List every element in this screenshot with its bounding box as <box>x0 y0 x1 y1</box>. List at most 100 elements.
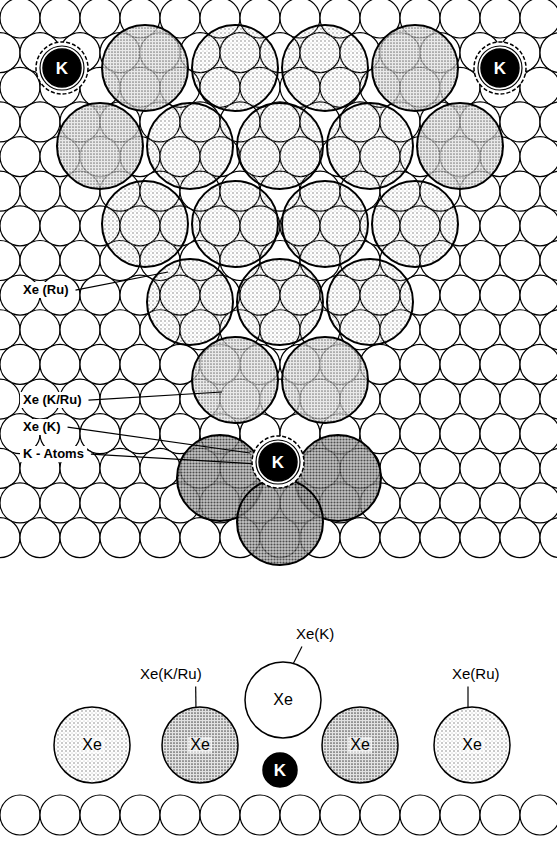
site-label: Xe (K/Ru) <box>20 392 85 408</box>
ru-atom <box>460 379 500 419</box>
atom-symbol: K <box>272 454 284 471</box>
ru-atom <box>280 795 320 835</box>
ru-atom <box>420 310 460 350</box>
ru-atom <box>20 518 60 558</box>
ru-atom <box>420 379 460 419</box>
ru-atom <box>0 518 20 558</box>
ru-atom <box>0 795 40 835</box>
atom-disc <box>434 707 510 783</box>
ru-atom <box>140 379 180 419</box>
ru-atom <box>540 310 557 350</box>
ru-atom <box>0 0 40 38</box>
leader-line <box>91 454 258 464</box>
ru-atom <box>520 0 557 38</box>
ru-atom <box>0 171 20 211</box>
atom-disc <box>481 49 519 87</box>
ru-atom <box>340 518 380 558</box>
xe-ru-atom <box>147 259 233 345</box>
k-ring <box>256 440 300 484</box>
ru-atom <box>500 379 540 419</box>
ru-atom <box>520 483 557 523</box>
ru-atom <box>360 795 400 835</box>
xe-ru-atom <box>102 181 188 267</box>
ru-atom <box>0 137 40 177</box>
ru-atom <box>460 310 500 350</box>
ru-atom <box>440 275 480 315</box>
xe-ru-atom <box>192 181 278 267</box>
site-label: K - Atoms <box>20 446 87 462</box>
ru-atom <box>60 518 100 558</box>
potassium-atom: K <box>262 752 298 788</box>
ru-atom <box>60 310 100 350</box>
xe-k-site-ring <box>252 436 304 488</box>
ru-atom <box>80 483 120 523</box>
atom-disc <box>259 443 297 481</box>
xe-k-site-ring <box>474 42 526 94</box>
atom-disc <box>43 49 81 87</box>
atom-disc <box>322 707 398 783</box>
ru-atom <box>540 448 557 488</box>
ru-atom <box>520 414 557 454</box>
ru-atom <box>540 379 557 419</box>
ru-atom <box>460 518 500 558</box>
ru-atom <box>320 795 360 835</box>
xe-ru-atom <box>147 103 233 189</box>
ru-atom <box>380 448 420 488</box>
xe-k-site-ring <box>36 42 88 94</box>
ru-atom <box>80 344 120 384</box>
leader-line <box>68 427 250 453</box>
ru-atom <box>520 206 557 246</box>
ru-atom <box>540 171 557 211</box>
xenon-atom: Xe <box>161 706 239 784</box>
ru-atom <box>20 171 60 211</box>
ru-atom <box>500 240 540 280</box>
xenon-atom: Xe <box>433 706 511 784</box>
ru-atom <box>520 344 557 384</box>
atom-symbol: K <box>274 762 286 779</box>
ru-atom <box>40 0 80 38</box>
site-label: Xe (K) <box>20 419 64 435</box>
ru-atom <box>400 344 440 384</box>
ru-atom <box>380 379 420 419</box>
ru-atom <box>440 0 480 38</box>
ru-atom <box>0 310 20 350</box>
ru-atom <box>100 310 140 350</box>
ru-atom <box>120 483 160 523</box>
xe-ru-atom <box>192 25 278 111</box>
xe-k-ru-atom <box>57 103 143 189</box>
ru-atom <box>400 414 440 454</box>
atom-symbol: Xe <box>348 737 372 753</box>
atom-disc <box>245 662 321 738</box>
ru-atom <box>120 795 160 835</box>
ru-atom <box>60 240 100 280</box>
xe-k-atom <box>237 479 323 565</box>
ru-atom <box>460 240 500 280</box>
xe-k-ru-atom <box>102 25 188 111</box>
leader-lines <box>68 272 468 712</box>
site-label: Xe(K) <box>296 626 334 643</box>
ru-atom <box>420 518 460 558</box>
atom-disc <box>54 707 130 783</box>
xe-atoms-top-view <box>57 25 503 565</box>
xenon-atom: Xe <box>244 661 322 739</box>
ru-atom <box>0 448 20 488</box>
ru-atom <box>480 414 520 454</box>
ru-atom <box>100 518 140 558</box>
ru-atom <box>180 518 220 558</box>
ru-atom <box>500 518 540 558</box>
ru-atom <box>480 483 520 523</box>
ru-atom <box>460 448 500 488</box>
ru-atom <box>0 206 40 246</box>
atom-symbol: K <box>494 60 506 77</box>
ru-atom <box>500 310 540 350</box>
leader-line <box>89 392 223 400</box>
ru-atom <box>480 795 520 835</box>
ru-atom <box>140 518 180 558</box>
ru-atom <box>480 206 520 246</box>
ru-atom <box>40 206 80 246</box>
atom-ground <box>54 707 130 783</box>
atom-symbol: K <box>56 60 68 77</box>
ru-atom <box>540 240 557 280</box>
potassium-atom: K <box>250 434 306 490</box>
